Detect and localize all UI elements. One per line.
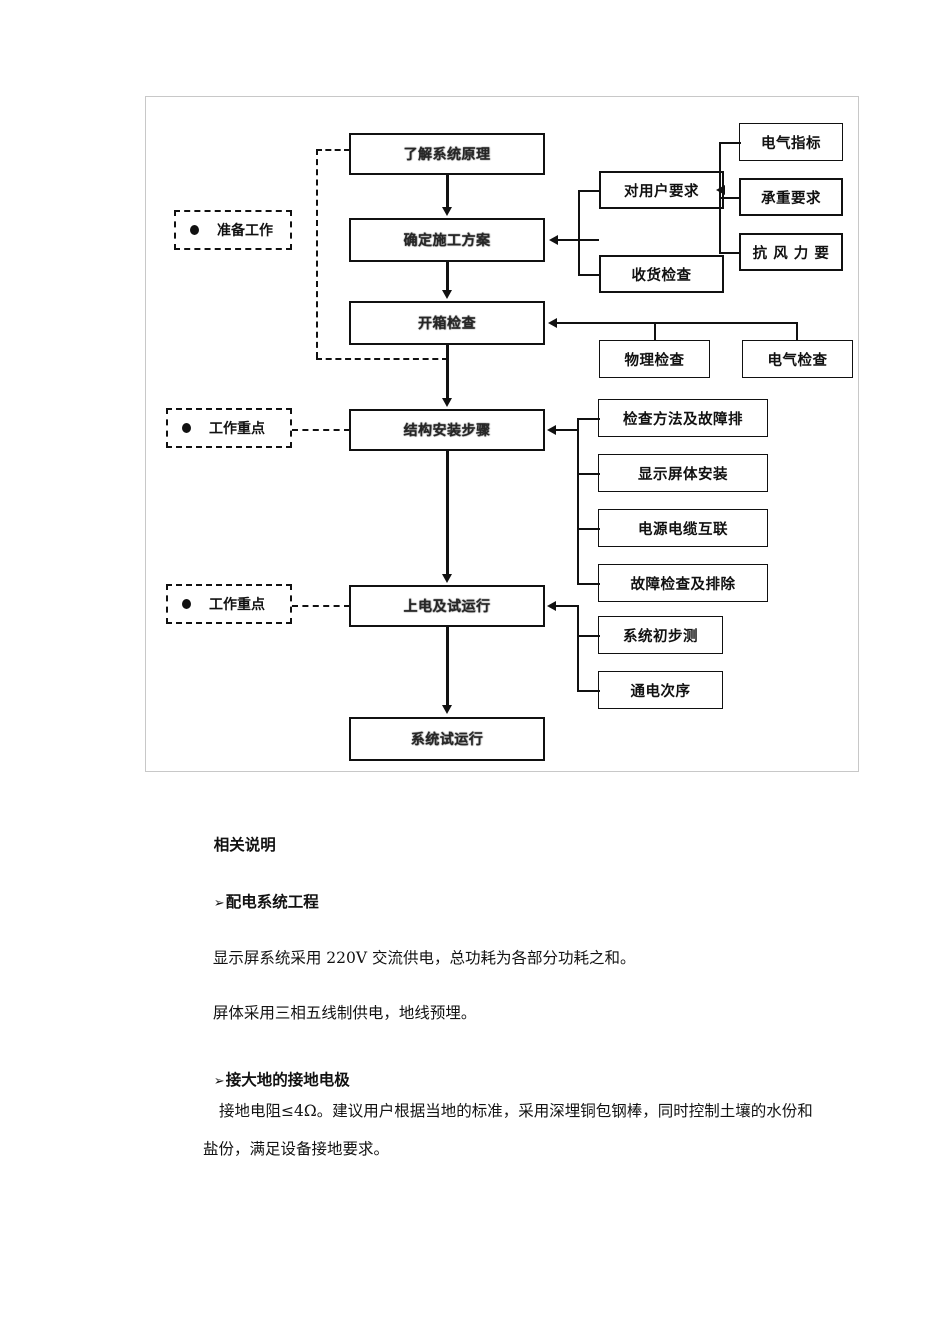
annotation-work-focus-2: 工作重点 xyxy=(166,584,292,624)
dashed-connector-prep-top xyxy=(316,149,350,151)
body-heading: 相关说明 xyxy=(213,835,276,854)
flow-node-user-requirement: 对用户要求 xyxy=(599,171,724,209)
arrowhead-down-1 xyxy=(442,207,452,216)
connector-poweron-branch-stub-1 xyxy=(577,635,600,637)
arrowhead-left-poweron xyxy=(547,601,556,611)
section2-title: ➢接大地的接地电极 xyxy=(213,1070,350,1089)
connector-poweron-branch-stub-2 xyxy=(577,690,600,692)
flow-node-understand-principle: 了解系统原理 xyxy=(349,133,545,175)
annotation-work-focus-1: 工作重点 xyxy=(166,408,292,448)
arrowhead-down-2 xyxy=(442,290,452,299)
flow-node-electrical-index: 电气指标 xyxy=(739,123,843,161)
flow-node-label: 电气指标 xyxy=(761,135,821,152)
flow-node-determine-plan: 确定施工方案 xyxy=(349,218,545,262)
connector-understand-to-plan xyxy=(446,175,449,209)
flow-node-label: 开箱检查 xyxy=(418,316,476,332)
flow-node-load-bearing-requirement: 承重要求 xyxy=(739,178,843,216)
section1-para2: 屏体采用三相五线制供电，地线预埋。 xyxy=(212,1004,477,1022)
flow-node-fault-check-removal: 故障检查及排除 xyxy=(598,564,768,602)
flow-node-label: 系统试运行 xyxy=(410,732,484,748)
flow-node-label: 电气检查 xyxy=(767,352,828,369)
flow-node-label: 抗 风 力 要 xyxy=(752,245,830,262)
flow-node-label: 收货检查 xyxy=(631,267,692,284)
arrowhead-left-user-requirement xyxy=(716,185,725,195)
connector-unpacking-branch-drop-2 xyxy=(796,322,798,340)
connector-subreq-stub-2 xyxy=(719,197,741,199)
arrowhead-left-unpacking xyxy=(548,318,557,328)
arrowhead-down-5 xyxy=(442,705,452,714)
flow-node-wind-resistance-requirement: 抗 风 力 要 xyxy=(739,233,843,271)
arrow-marker-icon: ➢ xyxy=(213,896,225,911)
connector-unpacking-to-install xyxy=(446,345,449,400)
connector-install-branch-stub-4 xyxy=(577,583,600,585)
connector-plan-branch-vertical xyxy=(578,190,580,274)
connector-unpacking-branch-drop-1 xyxy=(654,322,656,340)
annotation-label: 准备工作 xyxy=(217,223,273,239)
arrowhead-down-4 xyxy=(442,574,452,583)
flow-node-power-up-sequence: 通电次序 xyxy=(598,671,723,709)
connector-unpacking-branch-horizontal xyxy=(556,322,798,324)
connector-poweron-branch-riser xyxy=(577,605,579,637)
dashed-connector-prep-left xyxy=(316,149,318,358)
flow-node-label: 结构安装步骤 xyxy=(403,423,491,439)
connector-install-branch-stub-2 xyxy=(577,473,600,475)
flow-node-label: 电源电缆互联 xyxy=(638,521,728,538)
flow-node-structure-install-steps: 结构安装步骤 xyxy=(349,409,545,451)
section2-para1: 接地电阻≤4Ω。建议用户根据当地的标准，采用深埋铜包钢棒，同时控制土壤的水份和盐… xyxy=(203,1102,813,1158)
arrow-marker-icon: ➢ xyxy=(213,1074,225,1089)
flow-node-label: 上电及试运行 xyxy=(403,599,491,615)
connector-plan-branch-stub-top xyxy=(578,190,601,192)
section1-para1: 显示屏系统采用 220V 交流供电，总功耗为各部分功耗之和。 xyxy=(212,949,636,967)
connector-subreq-stub-1 xyxy=(719,142,741,144)
annotation-label: 工作重点 xyxy=(209,421,265,437)
flow-node-label: 承重要求 xyxy=(761,190,821,207)
arrowhead-left-plan xyxy=(549,235,558,245)
arrowhead-left-install xyxy=(547,425,556,435)
annotation-preparation-work: 准备工作 xyxy=(174,210,292,250)
connector-install-branch-stub-1 xyxy=(577,418,600,420)
flow-node-screen-installation: 显示屏体安装 xyxy=(598,454,768,492)
section1-title: ➢配电系统工程 xyxy=(213,892,319,911)
flow-node-label: 系统初步测 xyxy=(623,628,698,645)
connector-poweron-to-trialrun xyxy=(446,627,449,707)
dashed-connector-prep-bottom xyxy=(316,358,448,360)
connector-poweron-branch-to-node xyxy=(555,605,579,607)
flow-node-label: 显示屏体安装 xyxy=(638,466,728,483)
dashed-connector-focus2 xyxy=(292,605,350,607)
connector-install-to-poweron xyxy=(446,451,449,576)
flow-node-check-method-fault: 检查方法及故障排 xyxy=(598,399,768,437)
flow-node-label: 检查方法及故障排 xyxy=(623,411,743,428)
flow-node-label: 通电次序 xyxy=(630,683,691,700)
bullet-dot-icon xyxy=(182,599,191,609)
flow-node-power-cable-interconnect: 电源电缆互联 xyxy=(598,509,768,547)
flow-node-label: 对用户要求 xyxy=(624,183,699,200)
flow-node-system-trial-run: 系统试运行 xyxy=(349,717,545,761)
flow-node-label: 了解系统原理 xyxy=(403,147,491,163)
flow-node-goods-receipt-check: 收货检查 xyxy=(599,255,724,293)
flow-node-unpacking-inspection: 开箱检查 xyxy=(349,301,545,345)
connector-poweron-branch-vertical xyxy=(577,635,579,690)
connector-install-branch-vertical xyxy=(577,418,579,583)
flow-node-label: 确定施工方案 xyxy=(403,233,491,249)
flow-node-label: 物理检查 xyxy=(624,352,685,369)
flow-node-system-initial-test: 系统初步测 xyxy=(598,616,723,654)
connector-subreq-stub-3 xyxy=(719,252,741,254)
annotation-label: 工作重点 xyxy=(209,597,265,613)
flowchart-frame: 了解系统原理 确定施工方案 开箱检查 结构安装步骤 上电及试运行 系统试运行 准… xyxy=(145,96,859,772)
flow-node-label: 故障检查及排除 xyxy=(630,576,736,593)
connector-install-branch-to-node xyxy=(555,429,579,431)
connector-plan-branch-stub-bottom xyxy=(578,274,601,276)
arrowhead-down-3 xyxy=(442,398,452,407)
bullet-dot-icon xyxy=(190,225,199,235)
flow-node-power-on-trial: 上电及试运行 xyxy=(349,585,545,627)
flow-node-physical-check: 物理检查 xyxy=(599,340,710,378)
bullet-dot-icon xyxy=(182,423,191,433)
connector-install-branch-stub-3 xyxy=(577,528,600,530)
connector-plan-to-unpacking xyxy=(446,262,449,292)
flow-node-electrical-check: 电气检查 xyxy=(742,340,853,378)
dashed-connector-focus1 xyxy=(292,429,350,431)
